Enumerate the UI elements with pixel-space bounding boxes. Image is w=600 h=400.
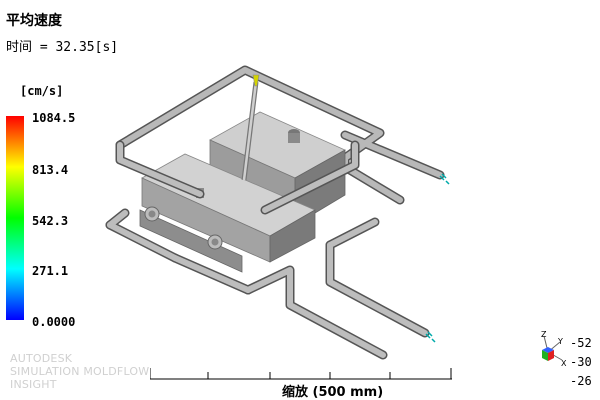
- scale-bar: [150, 368, 452, 380]
- legend-tick-low: 271.1: [32, 264, 69, 278]
- time-label: 时间 = 32.35[s]: [6, 40, 119, 55]
- result-title: 平均速度: [6, 13, 62, 29]
- orientation-triad-icon[interactable]: Z Y X: [530, 330, 570, 370]
- triad-label-x: X: [561, 359, 567, 368]
- triad-value-2: -30: [570, 355, 592, 369]
- legend-tick-max: 1084.5: [32, 111, 76, 125]
- sprue-rod: [241, 74, 260, 181]
- coolant-inlet-markers: [425, 173, 450, 343]
- brand-watermark: AUTODESK SIMULATION MOLDFLOW INSIGHT: [10, 352, 149, 391]
- legend-tick-mid: 542.3: [32, 214, 69, 228]
- triad-label-y: Y: [557, 337, 563, 346]
- brand-line-3: INSIGHT: [10, 378, 57, 391]
- legend-colorbar: [6, 116, 24, 320]
- lower-mold-block: [139, 153, 316, 273]
- brand-line-2: SIMULATION MOLDFLOW: [10, 365, 150, 378]
- triad-label-z: Z: [541, 330, 547, 339]
- scale-label: 缩放 (500 mm): [282, 385, 384, 400]
- legend-tick-min: 0.0000: [32, 315, 76, 329]
- legend-unit: [cm/s]: [20, 84, 64, 98]
- triad-value-1: -52: [570, 336, 592, 350]
- brand-line-1: AUTODESK: [10, 352, 73, 365]
- legend-tick-high: 813.4: [32, 163, 69, 177]
- triad-value-3: -26: [570, 374, 592, 388]
